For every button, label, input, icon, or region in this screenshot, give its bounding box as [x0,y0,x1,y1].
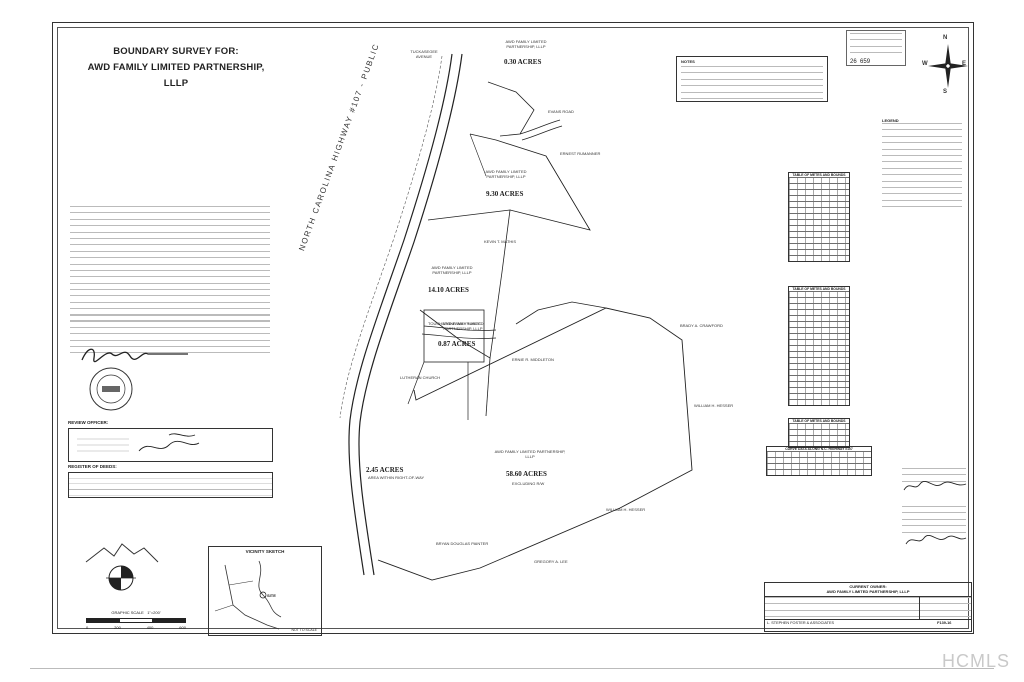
compass-east: E [962,61,967,67]
surveyor-firm: L. STEPHEN FOSTER & ASSOCIATES [767,621,835,625]
review-signature [77,433,200,452]
compass-south: S [943,89,948,95]
parcel-label: AWD FAMILY LIMITED PARTNERSHIP, LLLP [485,169,527,179]
legend-title: LEGEND [882,118,899,123]
approval-signature [903,481,967,491]
excluding-right-of-way: EXCLUDING R/W [512,481,545,486]
survey-title: BOUNDARY SURVEY FOR: AWD FAMILY LIMITED … [76,44,276,92]
review-officer-heading: REVIEW OFFICER: [68,420,109,425]
compass-west: W [922,61,928,67]
touchstone-way-label: TOUCHSTONE WAY PUBLIC [428,321,482,326]
surveyor-seal [89,367,133,411]
county-certificate [70,314,270,359]
scale-tick: 600 [179,625,186,630]
sheet-inner-border [57,27,969,629]
neighbor-label: GREGORY A. LEE [534,559,568,564]
neighbor-label: LUTHERAN CHURCH [400,375,441,380]
neighbor-label: BRADY A. CRAWFORD [680,323,723,328]
scale-tick: 400 [146,625,154,630]
scale-tick: 0 [86,625,89,630]
parcel-label: AWD FAMILY LIMITED PARTNERSHIP, LLLP [431,265,473,275]
title-line-2: AWD FAMILY LIMITED PARTNERSHIP, LLLP [87,62,265,89]
page-divider [30,668,994,669]
compass-north: N [943,35,948,41]
recording-signature [905,535,967,545]
current-owner-name: AWD FAMILY LIMITED PARTNERSHIP, LLLP [826,589,910,594]
title-line-1: BOUNDARY SURVEY FOR: [113,46,239,57]
table-heading: TABLE OF METES AND BOUNDS [792,419,846,423]
register-of-deeds-heading: REGISTER OF DEEDS: [68,464,117,469]
evans-road-label: EVANS ROAD [548,109,574,114]
review-officer-block: REVIEW OFFICER: [68,420,273,462]
vicinity-site-label: SITE [267,593,276,598]
vicinity-map [214,560,282,630]
notes-title: NOTES [681,59,695,64]
table-heading: TABLE OF METES AND BOUNDS [792,287,846,291]
neighbor-label: ERNIE R. MIDDLETON [512,357,554,362]
parcel-acres: 14.10 ACRES [428,286,469,294]
stamp-book-number: 26 [850,58,857,65]
metes-bounds-table: TABLE OF METES AND BOUNDS [788,418,850,448]
parcel-label: AWD FAMILY LIMITED PARTNERSHIP, LLLP [505,39,547,49]
vicinity-sketch: VICINITY SKETCH SITE NOT TO SCALE [208,546,322,636]
current-owner-heading: CURRENT OWNER: [849,584,887,589]
approval-certificate [902,468,966,487]
north-arrow-compass-icon [928,44,968,88]
graphic-scale-label: GRAPHIC SCALE [111,610,144,615]
parcel-label: AREA WITHIN RIGHT-OF-WAY [368,475,425,480]
metes-bounds-table: TABLE OF METES AND BOUNDS [788,286,850,406]
parcel-acres: 2.45 ACRES [366,466,404,474]
parcel-label: AWD FAMILY LIMITED PARTNERSHIP, LLLP [442,321,484,331]
neighbor-label: WILLIAM H. HESSER [694,403,734,408]
curve-data-table: CURVE DATA ALONG N.C. HIGHWAY #107 [766,446,872,476]
stamp-page-number: 659 [860,58,871,65]
scale-tick: 200 [114,625,121,630]
drawing-number: F139-16 [937,621,952,625]
table-heading: CURVE DATA ALONG N.C. HIGHWAY #107 [785,447,853,451]
notes-box: NOTES [676,56,828,102]
plat-drawing [339,53,693,581]
surveyor-logo-mountain-icon [85,543,159,591]
title-block: CURRENT OWNER: AWD FAMILY LIMITED PARTNE… [764,582,972,632]
table-heading: TABLE OF METES AND BOUNDS [792,173,846,177]
survey-sheet [52,22,974,634]
county-recording-stamp: 26 659 [846,30,906,66]
neighbor-label: KEVIN T. MATHIS [484,239,517,244]
tuckasegee-avenue-label: TUCKASEGEE AVENUE [410,49,438,59]
legend: LEGEND [882,118,962,212]
graphic-scale-ratio: 1"=200' [147,610,161,615]
surveyor-signature [81,348,188,363]
recording-certificate [902,506,966,538]
parcel-acres: 9.30 ACRES [486,190,524,198]
neighbor-label: ERNEST RUMANNER [560,151,601,156]
metes-bounds-table: TABLE OF METES AND BOUNDS [788,172,850,262]
neighbor-label: BRYAN DOUGLAS PAINTER [436,541,489,546]
parcel-label: AWD FAMILY LIMITED PARTNERSHIP, LLLP [494,449,566,459]
parcel-acres: 0.30 ACRES [504,58,542,66]
register-of-deeds-block: REGISTER OF DEEDS: [68,464,273,498]
mls-watermark: HCMLS [941,651,1010,671]
graphic-scale: GRAPHIC SCALE 1"=200' 0 200 400 600 [86,610,186,630]
vicinity-sketch-title: VICINITY SKETCH [245,549,285,554]
vicinity-scale-note: NOT TO SCALE [291,628,317,632]
parcel-acres: 58.60 ACRES [506,470,547,478]
parcel-acres: 0.87 ACRES [438,340,476,348]
surveyor-certificate [70,206,270,334]
neighbor-label: WILLIAM H. HESSER [606,507,646,512]
